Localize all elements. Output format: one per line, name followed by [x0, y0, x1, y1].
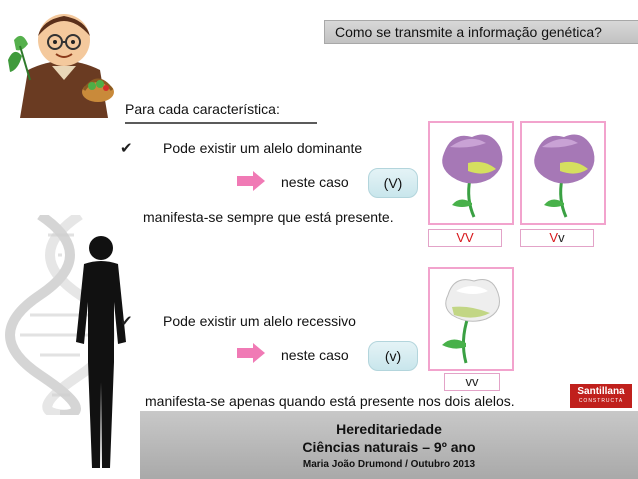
white-flower-icon: [442, 279, 500, 364]
dominant-bullet-text: Pode existir um alelo dominante: [163, 140, 363, 156]
genotype-label-vv-heterozygous: Vv: [520, 229, 594, 247]
footer: Hereditariedade Ciências naturais – 9º a…: [140, 411, 638, 479]
page-title: Como se transmite a informação genética?: [324, 20, 638, 44]
human-silhouette-illustration: [76, 236, 126, 468]
recessive-allele-badge: (v): [368, 341, 418, 371]
footer-topic: Hereditariedade: [336, 421, 442, 437]
genotype-label-vv-dominant: VV: [428, 229, 502, 247]
flower-card-recessive: [428, 267, 514, 371]
dominant-allele-badge: (V): [368, 168, 418, 198]
footer-author: Maria João Drumond / Outubro 2013: [302, 459, 476, 470]
dominant-sentence: manifesta-se sempre que está presente.: [143, 209, 394, 225]
right-arrow-icon: [237, 171, 265, 191]
footer-course: Ciências naturais – 9º ano: [302, 439, 476, 455]
mendel-illustration: [0, 0, 128, 118]
purple-flower-icon: [534, 134, 595, 218]
dominant-case-label: neste caso: [281, 174, 349, 190]
recessive-bullet-text: Pode existir um alelo recessivo: [163, 313, 356, 329]
recessive-sentence: manifesta-se apenas quando está presente…: [145, 393, 515, 409]
checkmark-icon: ✔: [120, 140, 133, 157]
section-heading: Para cada característica:: [125, 98, 317, 124]
purple-flower-icon: [442, 134, 503, 218]
flower-card-dominant-homozygous: [428, 121, 514, 225]
right-arrow-icon: [237, 343, 265, 363]
genotype-label-vv-recessive: vv: [444, 373, 500, 391]
checkmark-icon: ✔: [120, 313, 133, 330]
recessive-case-label: neste caso: [281, 347, 349, 363]
flower-card-heterozygous: [520, 121, 606, 225]
santillana-logo: Santillana CONSTRUCTA: [570, 384, 632, 408]
